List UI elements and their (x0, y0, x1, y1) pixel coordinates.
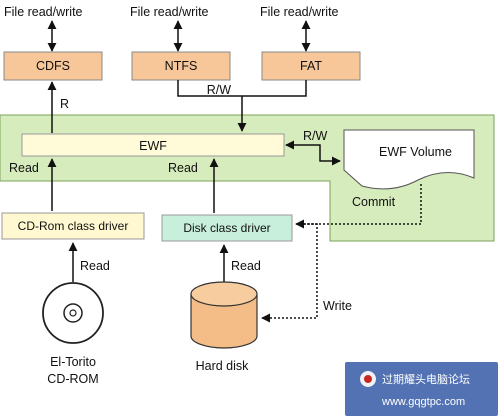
ewf-bar (21, 133, 285, 157)
hard-disk-icon (190, 281, 258, 349)
write-label: Write (323, 299, 352, 313)
cdfs-file-rw-label: File read/write (4, 5, 83, 19)
rw-right-label: R/W (303, 129, 328, 143)
watermark-text: 过期耀头电脑论坛 (382, 372, 470, 386)
cdrom-driver-label: CD-Rom class driver (18, 219, 129, 233)
write-arrow (261, 223, 318, 323)
ewf-volume-label: EWF Volume (379, 145, 452, 159)
ewf-label: EWF (139, 139, 167, 153)
ntfs-file-rw-label: File read/write (130, 5, 209, 19)
watermark-url: www.gqgtpc.com (381, 396, 465, 408)
r-label: R (60, 97, 69, 111)
rw-volume-arrow (285, 140, 341, 166)
disk-driver-label: Disk class driver (183, 221, 270, 235)
rw-top-label: R/W (207, 83, 232, 97)
cdrom-name-line1: El-Torito (50, 355, 96, 369)
ewf-volume-shape (343, 129, 475, 190)
cdrom-disc-icon (42, 282, 104, 344)
cdfs-label: CDFS (36, 59, 70, 73)
read-disk-label: Read (231, 259, 261, 273)
cdrom-driver-box (1, 212, 145, 240)
ntfs-box (131, 51, 231, 81)
cdfs-box (3, 51, 103, 81)
fat-file-rw-label: File read/write (260, 5, 339, 19)
watermark: 过期耀头电脑论坛 www.gqgtpc.com (345, 362, 498, 416)
read-left-label: Read (9, 161, 39, 175)
commit-arrow (295, 184, 422, 229)
fat-label: FAT (300, 59, 322, 73)
read-mid-label: Read (168, 161, 198, 175)
read-cd-label: Read (80, 259, 110, 273)
ntfs-label: NTFS (165, 59, 198, 73)
disk-driver-box (161, 214, 293, 242)
hard-disk-label: Hard disk (196, 359, 250, 373)
rw-bracket (177, 80, 307, 97)
cdrom-name-line2: CD-ROM (47, 372, 98, 386)
fat-box (261, 51, 361, 81)
commit-label: Commit (352, 195, 396, 209)
